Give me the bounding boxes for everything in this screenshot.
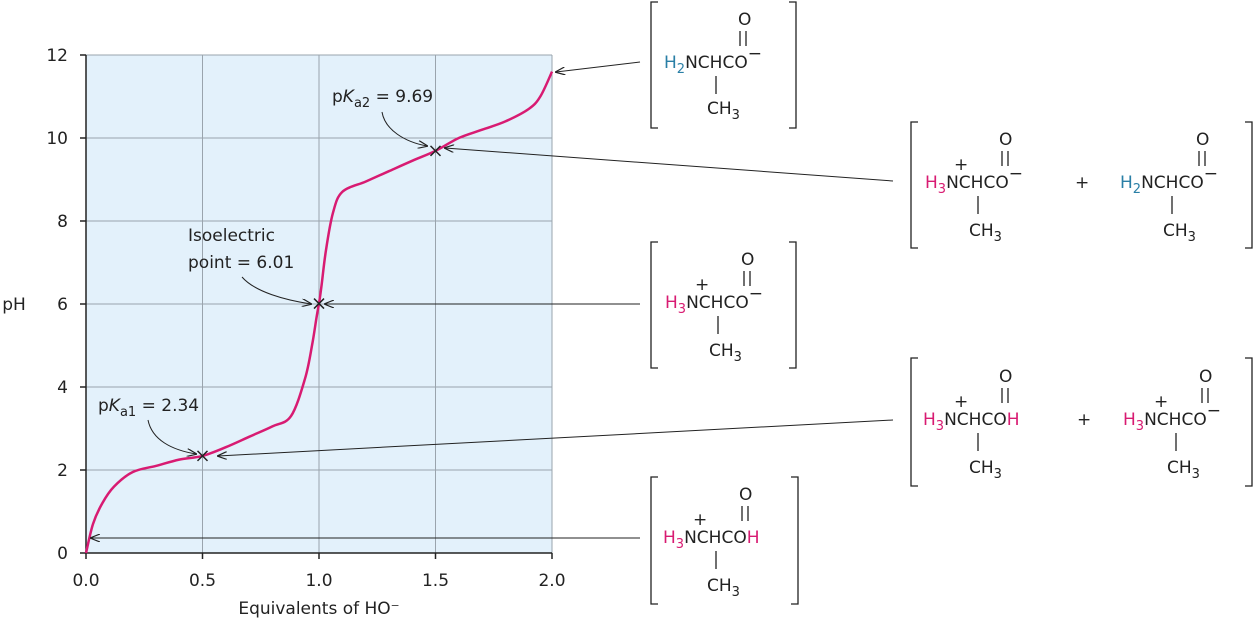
- titration-curve: [84, 71, 554, 554]
- methyl-group-2: CH3: [1167, 458, 1200, 482]
- methyl-group: CH3: [707, 576, 740, 600]
- methyl-group-2: CH3: [1163, 221, 1196, 245]
- x-tick-label: 0.0: [72, 571, 99, 591]
- y-tick-label: 12: [46, 46, 68, 66]
- bracket-right: [1245, 357, 1253, 487]
- charge-plus: +: [954, 392, 968, 412]
- structure-pka1-mixture: O + H3NCHCOH CH3 + O + H3NCHCO− CH3: [910, 357, 1253, 487]
- ammonium-group: H3NCHCO−: [925, 164, 1023, 197]
- y-tick-label: 10: [46, 129, 68, 149]
- structure-zwitterion: O + H3NCHCO− CH3: [650, 241, 797, 369]
- pka1-annotation: pKa1 = 2.34: [98, 396, 199, 420]
- arrow-to-end-point: [556, 61, 641, 72]
- x-tick-labels: 0.0 0.5 1.0 1.5 2.0: [72, 553, 566, 591]
- point-markers: [196, 145, 442, 462]
- isoelectric-annotation-line1: Isoelectric: [188, 226, 275, 246]
- methyl-group: CH3: [707, 99, 740, 123]
- structure-protonated: O + H3NCHCOH CH3: [650, 476, 799, 605]
- y-tick-labels: 0 2 4 6 8 10 12: [46, 46, 86, 564]
- ammonium-group: H3NCHCO−: [665, 284, 763, 317]
- bracket-right: [1245, 121, 1253, 249]
- carbonyl-oxygen: O: [739, 485, 752, 505]
- bracket-left: [650, 241, 658, 369]
- bracket-left: [910, 121, 918, 249]
- structure-deprotonated: O H2NCHCO− CH3: [650, 1, 797, 129]
- x-tick-label: 2.0: [538, 571, 565, 591]
- y-tick-label: 4: [57, 378, 68, 398]
- charge-plus: +: [695, 275, 709, 295]
- y-tick-label: 0: [57, 544, 68, 564]
- amine-group: H2NCHCO−: [1120, 164, 1218, 197]
- bracket-left: [650, 476, 658, 605]
- x-tick-label: 1.5: [422, 571, 449, 591]
- carbonyl-oxygen: O: [999, 130, 1012, 150]
- bracket-left: [650, 1, 658, 129]
- structure-pka2-mixture: O + H3NCHCO− CH3 + O H2NCHCO− CH3: [910, 121, 1253, 249]
- charge-plus: +: [954, 155, 968, 175]
- x-tick-label: 1.0: [305, 571, 332, 591]
- arrow-to-pka1-point: [218, 419, 894, 456]
- ammonium-acid-group: H3NCHCOH: [663, 528, 760, 552]
- point-marker: [313, 298, 325, 310]
- carbonyl-oxygen-2: O: [1199, 367, 1212, 387]
- y-tick-label: 8: [57, 212, 68, 232]
- pka1-arrow: [147, 419, 196, 454]
- charge-plus-2: +: [1154, 392, 1168, 412]
- mixture-plus: +: [1075, 173, 1089, 193]
- ammonium-group: H3NCHCO−: [1123, 401, 1221, 434]
- bracket-right: [791, 476, 799, 605]
- isoelectric-arrow: [241, 276, 311, 304]
- methyl-group: CH3: [709, 341, 742, 365]
- x-axis-label: Equivalents of HO⁻: [238, 599, 399, 619]
- isoelectric-annotation-line2: point = 6.01: [188, 253, 294, 273]
- methyl-group: CH3: [969, 458, 1002, 482]
- carbonyl-oxygen: O: [741, 250, 754, 270]
- bracket-right: [789, 1, 797, 129]
- methyl-group: CH3: [969, 221, 1002, 245]
- x-tick-label: 0.5: [189, 571, 216, 591]
- carbonyl-oxygen: O: [999, 367, 1012, 387]
- charge-plus: +: [693, 510, 707, 530]
- y-tick-label: 6: [57, 295, 68, 315]
- carbonyl-oxygen-2: O: [1196, 130, 1209, 150]
- amine-group: H2NCHCO−: [664, 44, 762, 77]
- bracket-right: [789, 241, 797, 369]
- mixture-plus: +: [1077, 410, 1091, 430]
- ammonium-acid-group: H3NCHCOH: [923, 410, 1020, 434]
- arrow-to-pka2-point: [445, 148, 894, 182]
- pka2-annotation: pKa2 = 9.69: [332, 87, 433, 111]
- y-axis-label: pH: [2, 295, 26, 315]
- pka2-arrow: [381, 111, 427, 146]
- y-tick-label: 2: [57, 461, 68, 481]
- point-marker: [429, 145, 442, 157]
- bracket-left: [910, 357, 918, 487]
- carbonyl-oxygen: O: [738, 10, 751, 30]
- point-marker: [196, 450, 209, 462]
